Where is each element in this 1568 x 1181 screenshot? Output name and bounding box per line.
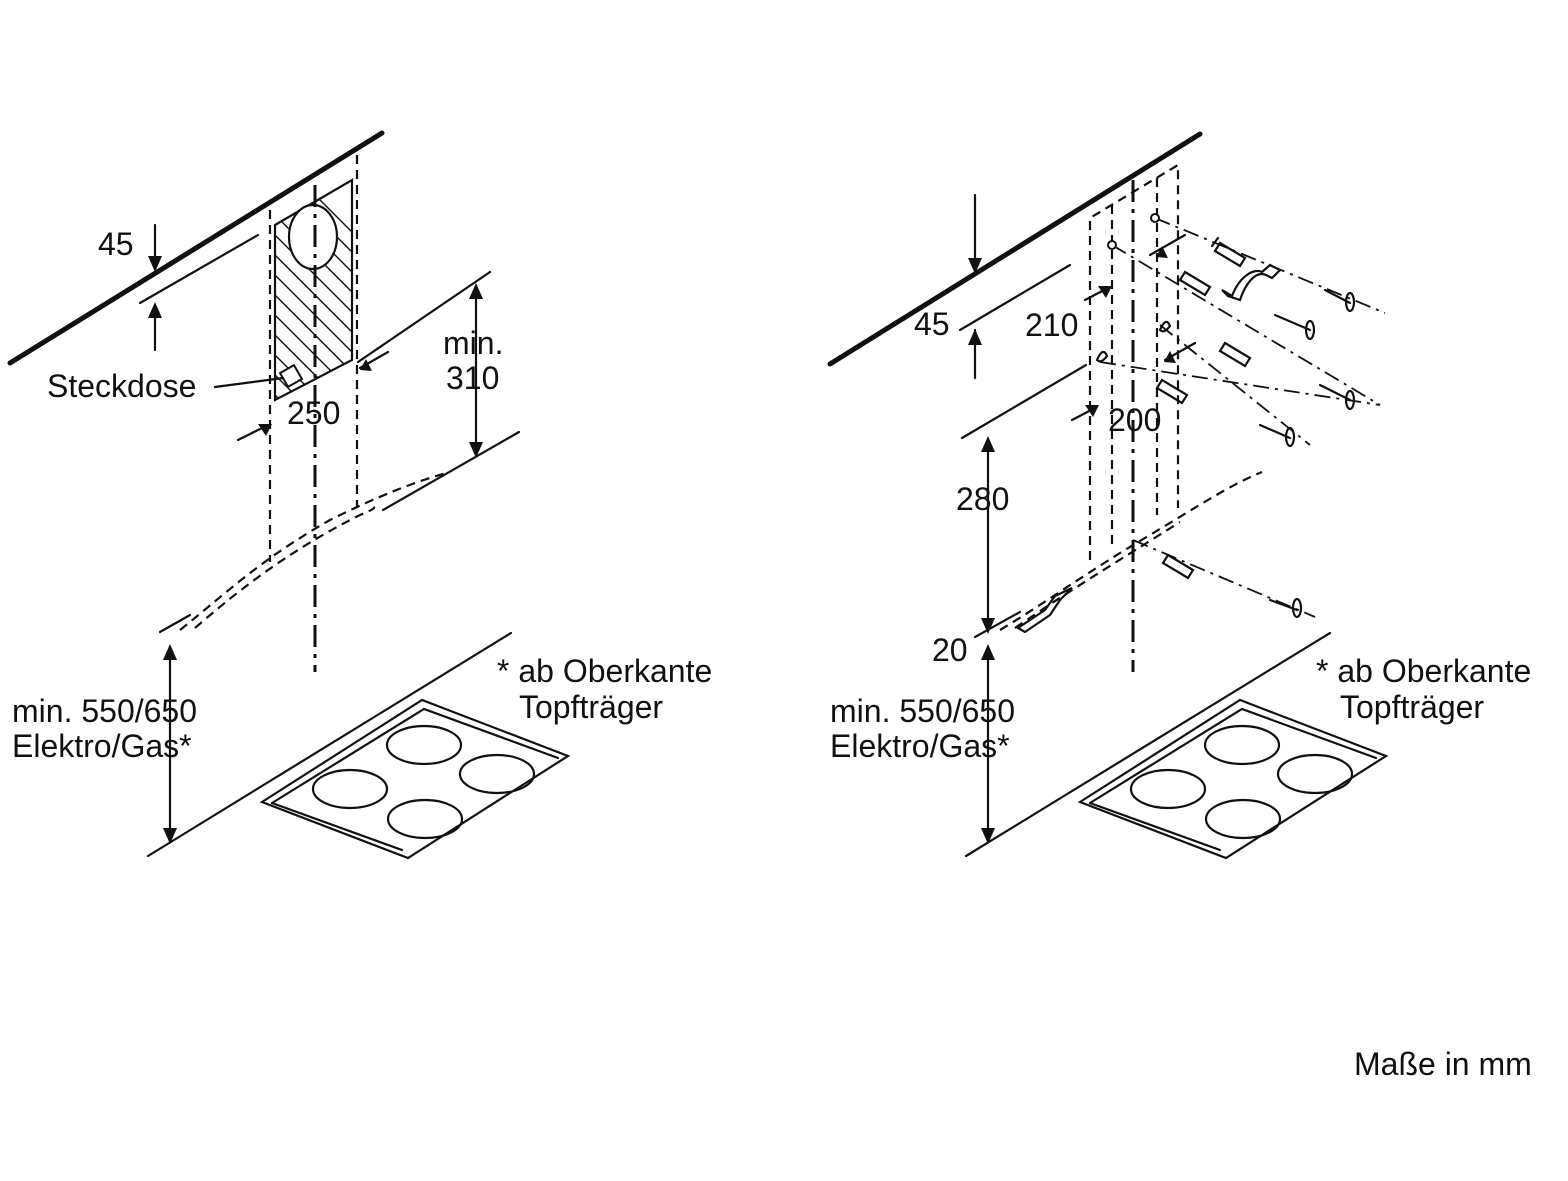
left-burner-right (458, 753, 536, 795)
left-hood-curve-2 (194, 506, 376, 629)
right-burner-front (1204, 798, 1282, 840)
right-drill-hole-2 (1150, 213, 1160, 223)
right-dowel-4 (1155, 378, 1189, 405)
left-min-310-line1: min. (443, 325, 504, 361)
right-note-line1: * ab Oberkante (1316, 653, 1532, 689)
left-note-line1: * ab Oberkante (497, 653, 713, 689)
right-20-extension (973, 610, 1022, 639)
left-hood-bottom-extension (158, 613, 192, 634)
right-screw-axis-3 (1159, 324, 1311, 446)
right-screw-axis-4 (1099, 361, 1381, 406)
right-height-line2: Elektro/Gas* (830, 728, 1010, 764)
right-hood-curve-2 (1014, 521, 1181, 629)
left-socket-leader (213, 376, 285, 389)
right-keyhole-2 (1095, 350, 1109, 363)
right-burner-left (1129, 768, 1207, 810)
right-dowel-3 (1218, 341, 1252, 368)
left-worktop-edge (146, 631, 513, 858)
left-drawing (7, 130, 571, 860)
left-burner-back (385, 724, 463, 766)
left-note-line2: Topfträger (519, 689, 664, 725)
right-burner-right (1276, 753, 1354, 795)
right-keyhole-1 (1158, 320, 1172, 333)
right-hood-bottom-bracket (1015, 587, 1073, 634)
left-height-line2: Elektro/Gas* (12, 728, 192, 764)
right-dim-20-label: 20 (932, 632, 968, 668)
left-steckdose-label: Steckdose (47, 368, 197, 404)
right-note-line2: Topfträger (1340, 689, 1485, 725)
left-310-lower-extension (381, 430, 521, 512)
left-duct-opening (287, 203, 339, 271)
right-hob-outline (1077, 698, 1389, 860)
right-dowel-1 (1210, 236, 1247, 268)
right-worktop-edge (964, 631, 1332, 858)
units-note: Maße in mm (1354, 1046, 1532, 1082)
right-hob-inner-front (1088, 801, 1222, 852)
left-310-upper-extension (356, 270, 492, 364)
left-hob-inner-edge (270, 707, 560, 805)
left-cutout-outline (273, 178, 354, 402)
right-height-line1: min. 550/650 (830, 693, 1016, 729)
right-280-upper-extension (960, 363, 1088, 440)
right-hob-inner-edge (1088, 707, 1378, 805)
left-dim-45-label: 45 (98, 226, 134, 262)
left-hob-outline (259, 698, 571, 860)
right-drill-hole-1 (1107, 240, 1117, 250)
left-burner-left (311, 768, 389, 810)
right-dim-45-label: 45 (914, 306, 950, 342)
left-ceiling-line (7, 130, 385, 366)
right-burner-back (1203, 724, 1281, 766)
left-burner-front (386, 798, 464, 840)
left-min-310-line2: 310 (446, 360, 500, 396)
right-dowel-5 (1161, 553, 1195, 580)
left-45-extension (138, 233, 260, 305)
right-dim-280-label: 280 (956, 481, 1010, 517)
right-mounting-bracket (1221, 263, 1282, 302)
left-hood-curve-1 (179, 470, 451, 631)
right-dowel-2 (1178, 270, 1212, 297)
right-screw-axis-1 (1111, 244, 1381, 406)
right-drawing (827, 131, 1389, 860)
right-hood-curve-1 (999, 470, 1263, 631)
right-dim-200-label: 200 (1108, 402, 1162, 438)
right-210-arrow-right (1148, 233, 1187, 257)
right-ceiling-line (827, 131, 1203, 367)
right-dim-210-label: 210 (1025, 307, 1079, 343)
left-height-line1: min. 550/650 (12, 693, 198, 729)
right-screw-axis-5 (1132, 539, 1316, 618)
right-screws (1258, 288, 1356, 619)
left-socket-icon (278, 363, 304, 389)
left-hob-inner-front (270, 801, 404, 852)
right-45-extension (958, 263, 1072, 332)
left-dim-250-label: 250 (287, 395, 341, 431)
